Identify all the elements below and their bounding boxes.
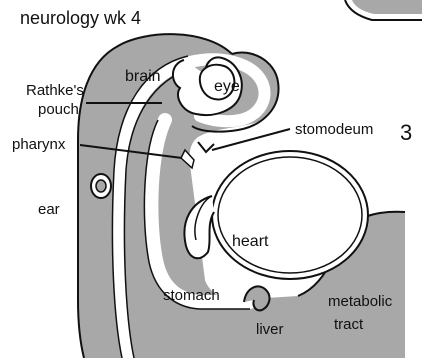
label-eye: eye (214, 78, 240, 95)
page-title: neurology wk 4 (20, 8, 141, 28)
page-number: 3 (400, 120, 412, 145)
label-stomodeum: stomodeum (295, 121, 373, 138)
label-rathkes-pouch-line2: pouch (38, 101, 79, 118)
cropped-tissue (352, 0, 422, 14)
stomodeum-notch (198, 142, 214, 152)
label-brain: brain (125, 68, 161, 85)
label-heart: heart (232, 233, 269, 250)
ear-icon (91, 174, 111, 198)
label-rathkes-pouch-line1: Rathke's (26, 82, 84, 99)
label-liver: liver (256, 321, 284, 338)
label-ear: ear (38, 201, 60, 218)
label-pharynx: pharynx (12, 136, 66, 153)
heart (184, 151, 368, 279)
label-metabolic-tract-line1: metabolic (328, 293, 393, 310)
label-metabolic-tract-line2: tract (334, 316, 364, 333)
label-stomach: stomach (163, 287, 220, 304)
